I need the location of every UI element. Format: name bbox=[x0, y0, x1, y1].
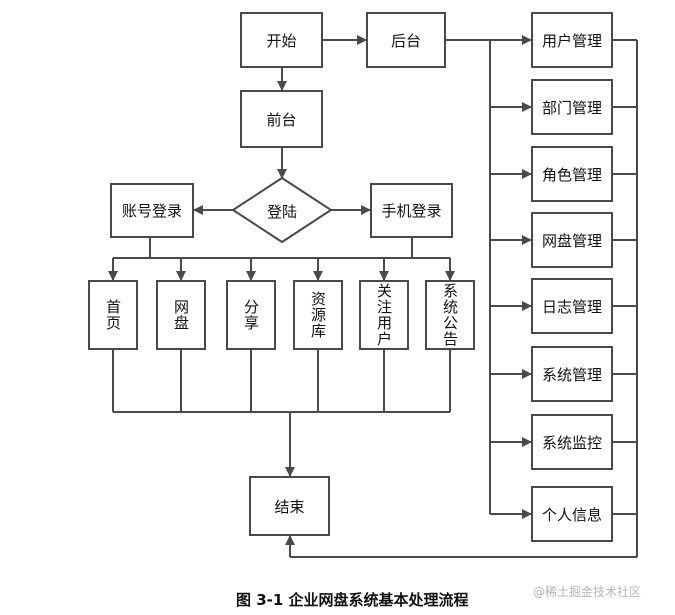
account-login-label: 账号登录 bbox=[121, 202, 182, 220]
netdisk-label: 网盘 bbox=[172, 299, 190, 331]
personal-info-label: 个人信息 bbox=[541, 505, 602, 524]
phone-login-label: 手机登录 bbox=[381, 202, 442, 220]
log-mgmt-node: 日志管理 bbox=[531, 278, 613, 334]
end-label: 结束 bbox=[274, 497, 305, 516]
user-mgmt-label: 用户管理 bbox=[541, 31, 602, 50]
share-label: 分享 bbox=[242, 299, 260, 331]
system-notice-label: 系统公告 bbox=[441, 283, 459, 347]
resource-lib-label: 资源库 bbox=[309, 291, 327, 339]
login-label: 登陆 bbox=[266, 203, 297, 221]
follow-user-node: 关注用户 bbox=[359, 280, 409, 350]
account-login-node: 账号登录 bbox=[110, 183, 194, 238]
frontend-label: 前台 bbox=[266, 110, 297, 129]
system-monitor-label: 系统监控 bbox=[541, 433, 602, 452]
share-node: 分享 bbox=[226, 280, 276, 350]
login-decision-diamond bbox=[231, 176, 333, 244]
system-mgmt-node: 系统管理 bbox=[531, 346, 613, 402]
dept-mgmt-node: 部门管理 bbox=[531, 79, 613, 135]
frontend-node: 前台 bbox=[240, 90, 323, 148]
system-monitor-node: 系统监控 bbox=[531, 414, 613, 470]
netdisk-node: 网盘 bbox=[156, 280, 206, 350]
role-mgmt-label: 角色管理 bbox=[541, 165, 602, 184]
role-mgmt-node: 角色管理 bbox=[531, 146, 613, 202]
backend-node: 后台 bbox=[366, 12, 446, 68]
phone-login-node: 手机登录 bbox=[370, 183, 453, 238]
personal-info-node: 个人信息 bbox=[531, 486, 613, 542]
end-node: 结束 bbox=[249, 476, 330, 536]
system-mgmt-label: 系统管理 bbox=[541, 365, 602, 384]
resource-lib-node: 资源库 bbox=[293, 280, 343, 350]
home-label: 首页 bbox=[104, 299, 122, 331]
follow-user-label: 关注用户 bbox=[375, 283, 393, 347]
start-node: 开始 bbox=[240, 12, 323, 68]
watermark: @稀土掘金技术社区 bbox=[533, 585, 642, 599]
user-mgmt-node: 用户管理 bbox=[531, 12, 613, 68]
system-notice-node: 系统公告 bbox=[425, 280, 475, 350]
start-label: 开始 bbox=[266, 31, 297, 50]
home-node: 首页 bbox=[88, 280, 138, 350]
dept-mgmt-label: 部门管理 bbox=[541, 98, 602, 117]
netdisk-mgmt-node: 网盘管理 bbox=[531, 212, 613, 268]
figure-caption: 图 3-1 企业网盘系统基本处理流程 bbox=[236, 591, 469, 609]
netdisk-mgmt-label: 网盘管理 bbox=[541, 231, 602, 250]
backend-label: 后台 bbox=[390, 31, 421, 50]
log-mgmt-label: 日志管理 bbox=[541, 297, 602, 316]
